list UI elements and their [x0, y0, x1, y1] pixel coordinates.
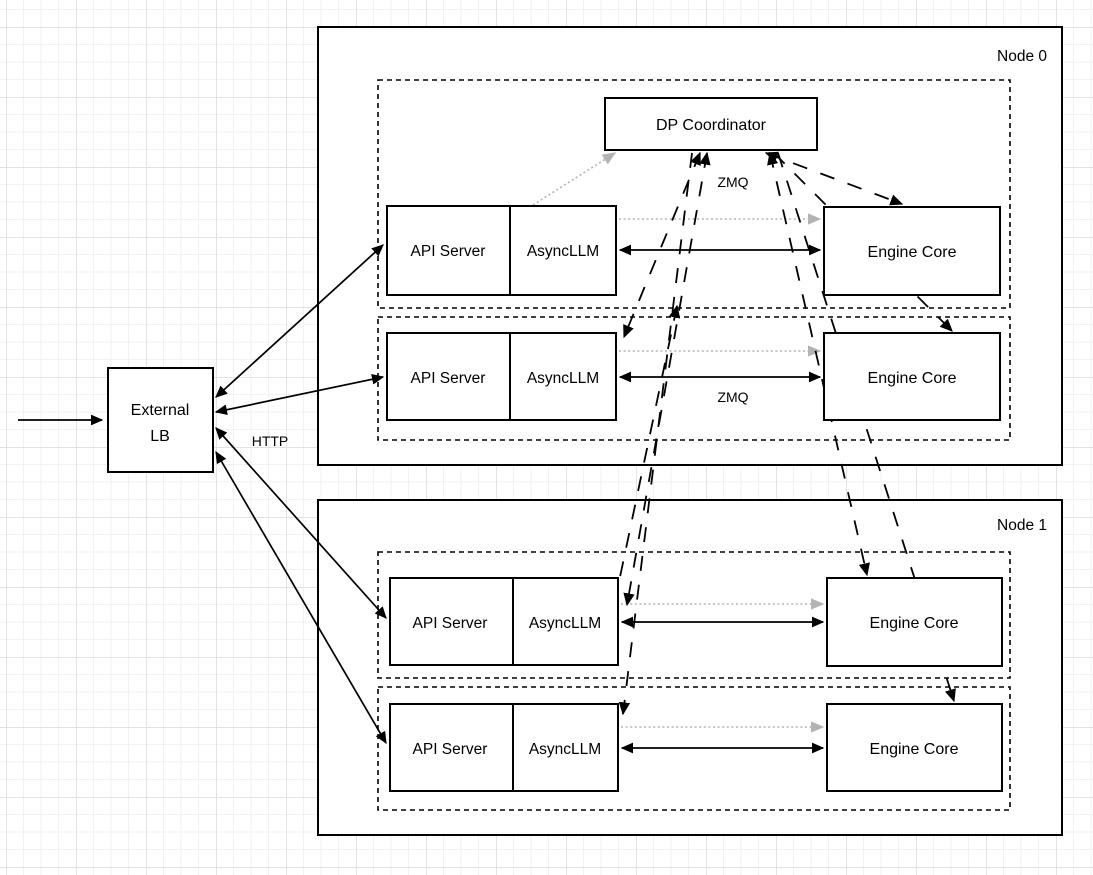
- external-lb-label-line2: LB: [150, 428, 170, 445]
- lb-api4: [215, 450, 387, 745]
- engine-core-box-3: [826, 577, 1003, 667]
- engine-core-3-label: Engine Core: [870, 615, 959, 632]
- external-lb-box: [107, 367, 214, 473]
- api-server-2-label: API Server: [411, 370, 486, 387]
- node0-label: Node 0: [997, 48, 1047, 65]
- engine-core-2-label: Engine Core: [868, 370, 957, 387]
- lb-api2: [214, 373, 385, 416]
- asyncllm-4-label: AsyncLLM: [529, 741, 601, 758]
- dp-coordinator-label: DP Coordinator: [656, 117, 767, 134]
- dashed-dp-engine4: [777, 152, 956, 703]
- external-lb-label-line1: External: [131, 402, 190, 419]
- zmq-engine-edge-label: ZMQ: [717, 389, 748, 405]
- dashed-dp-asyncllm3: [623, 151, 711, 607]
- engine-core-4-label: Engine Core: [870, 741, 959, 758]
- lb-api1: [215, 244, 384, 398]
- node1-label: Node 1: [997, 517, 1047, 534]
- node0-group-1-border: [377, 79, 1011, 309]
- engine-core-box-2: [823, 332, 1001, 421]
- asyncllm-3-label: AsyncLLM: [529, 615, 601, 632]
- api-async-box-4: [389, 703, 619, 792]
- api-server-4-label: API Server: [413, 741, 488, 758]
- api-async-box-3: [389, 577, 619, 666]
- engine-core-box-1: [823, 206, 1001, 296]
- asyncllm-2-label: AsyncLLM: [527, 370, 599, 387]
- http-edge-label: HTTP: [252, 433, 289, 449]
- asyncllm-1-label: AsyncLLM: [527, 243, 599, 260]
- api-server-3-label: API Server: [413, 615, 488, 632]
- api-async-box-2: [386, 332, 617, 421]
- solid-connectors: [18, 244, 825, 754]
- engine-core-1-label: Engine Core: [868, 244, 957, 261]
- engine-core-box-4: [826, 703, 1003, 792]
- dp-coordinator-box: [604, 97, 818, 151]
- api-server-1-label: API Server: [411, 243, 486, 260]
- api-async-box-1: [386, 205, 617, 296]
- node1-group-2-border: [377, 686, 1011, 811]
- zmq-coordinator-edge-label: ZMQ: [717, 174, 748, 190]
- content-boxes: [107, 97, 1003, 792]
- dashed-dp-engine3: [767, 151, 870, 577]
